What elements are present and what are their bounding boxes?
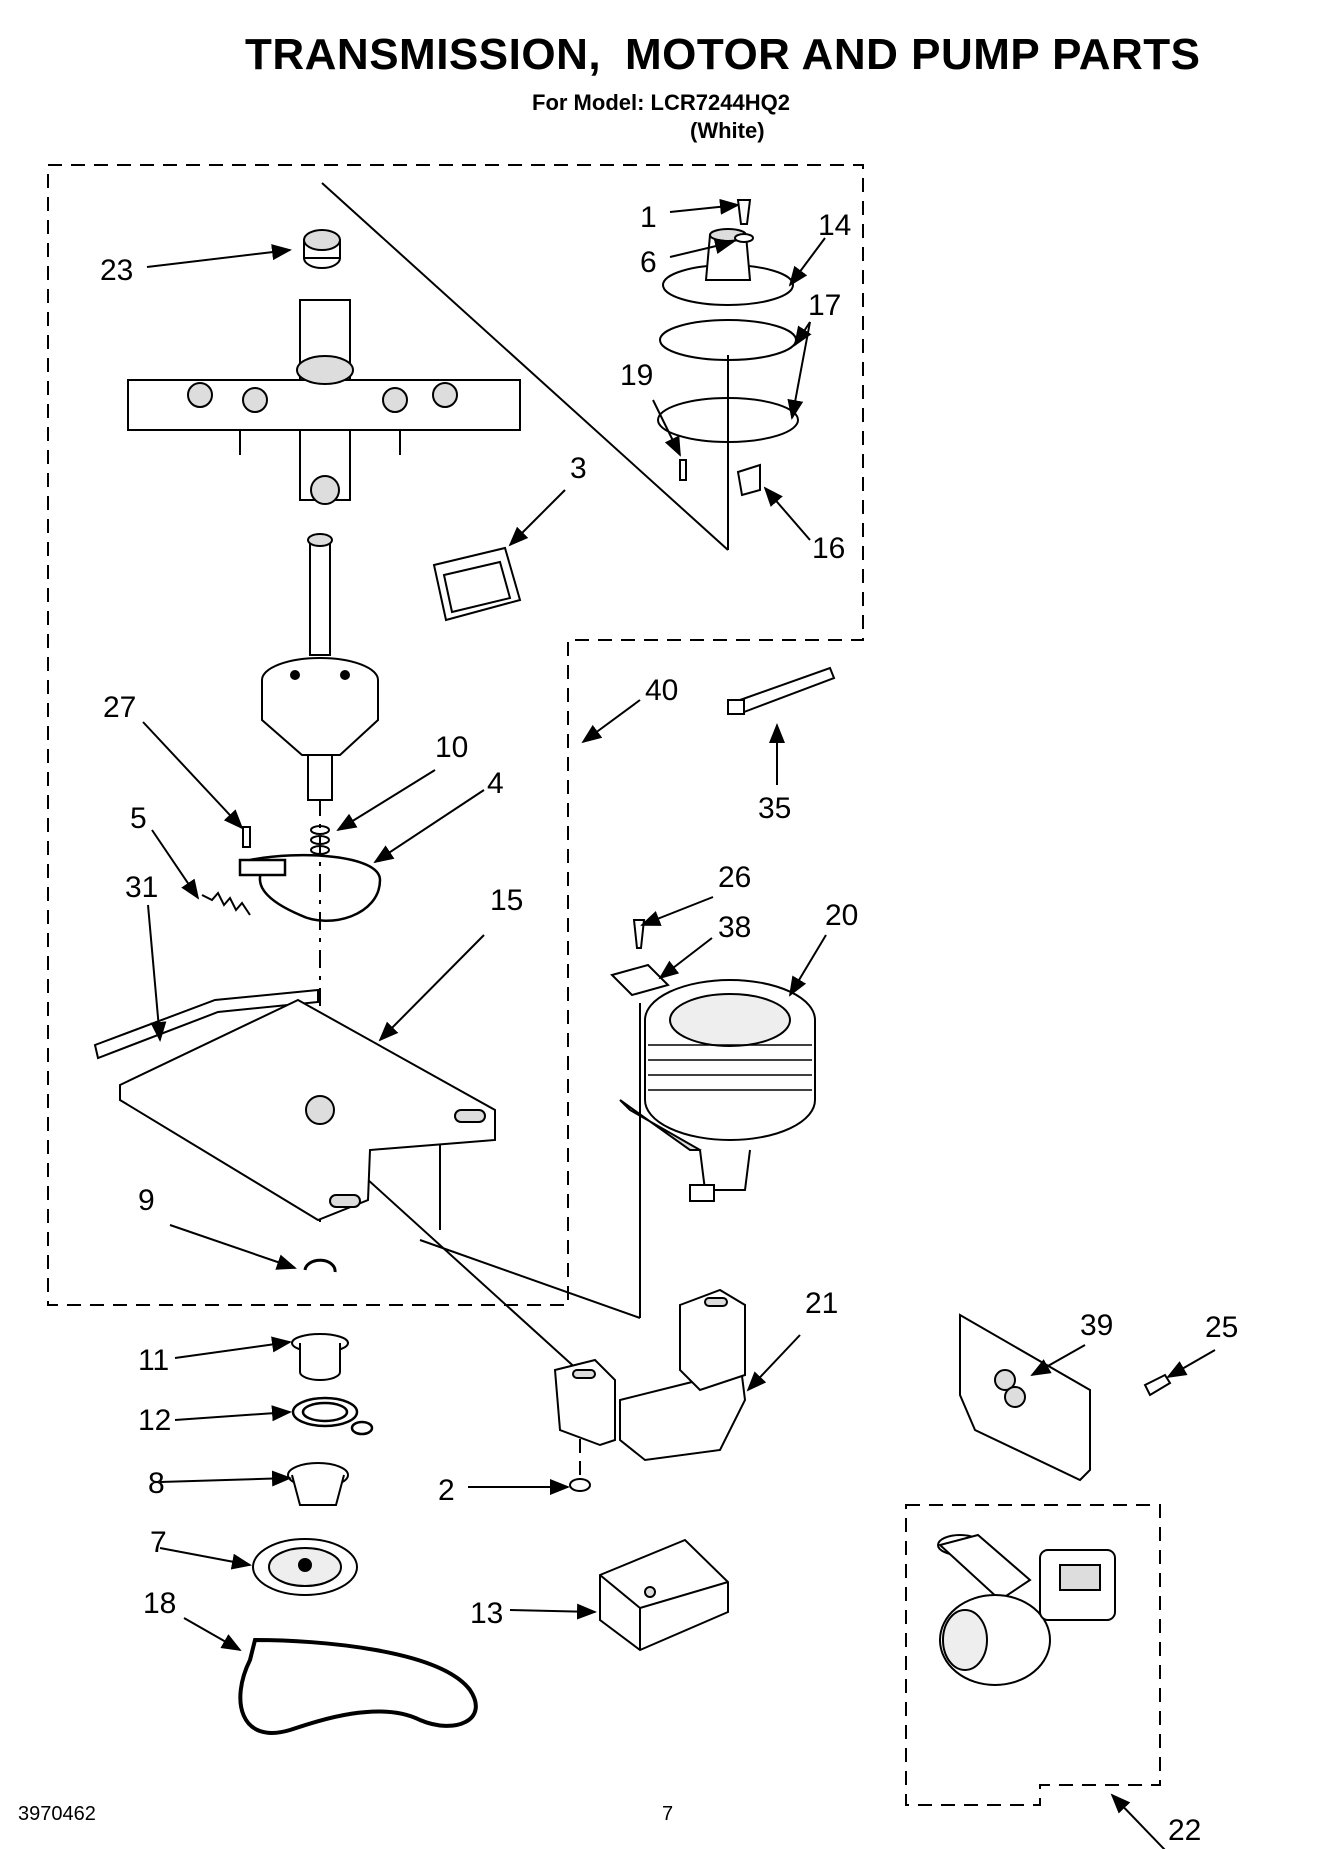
part-15-base-plate: [119, 998, 496, 1222]
part-12-ring: [291, 1396, 374, 1436]
part-31-rail: [93, 988, 319, 1060]
part-23-cap: [303, 229, 341, 269]
callout-12: 12: [138, 1404, 171, 1437]
callout-16: 16: [812, 532, 845, 565]
callout-31: 31: [125, 871, 158, 904]
callout-8: 8: [148, 1467, 165, 1500]
callout-13: 13: [470, 1597, 503, 1630]
part-16-clip: [736, 463, 761, 497]
callout-22: 22: [1168, 1814, 1201, 1847]
callout-35: 35: [758, 792, 791, 825]
part-19-screw: [679, 459, 687, 481]
callout-2: 2: [438, 1474, 455, 1507]
callout-19: 19: [620, 359, 653, 392]
callout-17: 17: [808, 289, 841, 322]
part-39-bracket-plate: [959, 1313, 1091, 1482]
callout-25: 25: [1205, 1311, 1238, 1344]
part-8-nut: [287, 1462, 349, 1506]
callout-4: 4: [487, 767, 504, 800]
part-38-plate: [610, 963, 670, 997]
footer-part-code: 3970462: [18, 1803, 96, 1825]
model-line: For Model: LCR7244HQ2: [532, 90, 790, 115]
callout-11: 11: [138, 1344, 169, 1377]
part-18-belt: [238, 1637, 478, 1735]
part-1-screw: [736, 199, 752, 225]
part-22-pump: [937, 1533, 1116, 1686]
callout-3: 3: [570, 452, 587, 485]
callout-26: 26: [718, 861, 751, 894]
part-9-clip: [303, 1258, 337, 1273]
callout-18: 18: [143, 1587, 176, 1620]
page-number: 7: [662, 1803, 674, 1825]
part-35-cable-tie: [727, 666, 836, 715]
color-line: (White): [690, 118, 765, 143]
callout-5: 5: [130, 802, 147, 835]
callout-27: 27: [103, 691, 136, 724]
part-transmission: [261, 533, 379, 801]
callout-6: 6: [640, 246, 657, 279]
callout-10: 10: [435, 731, 468, 764]
callout-38: 38: [718, 911, 751, 944]
part-3-gasket: [432, 546, 522, 622]
callout-9: 9: [138, 1184, 155, 1217]
part-20-motor: [619, 979, 816, 1202]
part-14-mount: [662, 228, 794, 306]
part-4-brake-band: [238, 853, 382, 923]
part-27-pin: [242, 826, 251, 848]
callout-1: 1: [640, 201, 657, 234]
callout-7: 7: [150, 1526, 167, 1559]
part-5-spring: [201, 891, 251, 916]
title-part-2: MOTOR AND PUMP PARTS: [625, 30, 1201, 79]
part-11-bushing: [291, 1333, 349, 1381]
assembly-boundary-main: [47, 164, 864, 1306]
part-2-nut: [569, 1478, 591, 1492]
part-spider-hub: [127, 299, 521, 505]
callout-21: 21: [805, 1287, 838, 1320]
part-13-switch: [599, 1538, 729, 1652]
callout-40: 40: [645, 674, 678, 707]
callout-23: 23: [100, 254, 133, 287]
part-10-spring: [310, 825, 330, 855]
title-part-1: TRANSMISSION,: [245, 30, 602, 79]
callout-15: 15: [490, 884, 523, 917]
part-6-washer: [734, 233, 754, 243]
callout-20: 20: [825, 899, 858, 932]
part-25-screw: [1143, 1373, 1172, 1397]
callout-14: 14: [818, 209, 851, 242]
part-21-bracket: [553, 1288, 747, 1462]
assembly-boundary-pump: [905, 1504, 1161, 1806]
part-7-pulley: [252, 1538, 358, 1596]
callout-39: 39: [1080, 1309, 1113, 1342]
